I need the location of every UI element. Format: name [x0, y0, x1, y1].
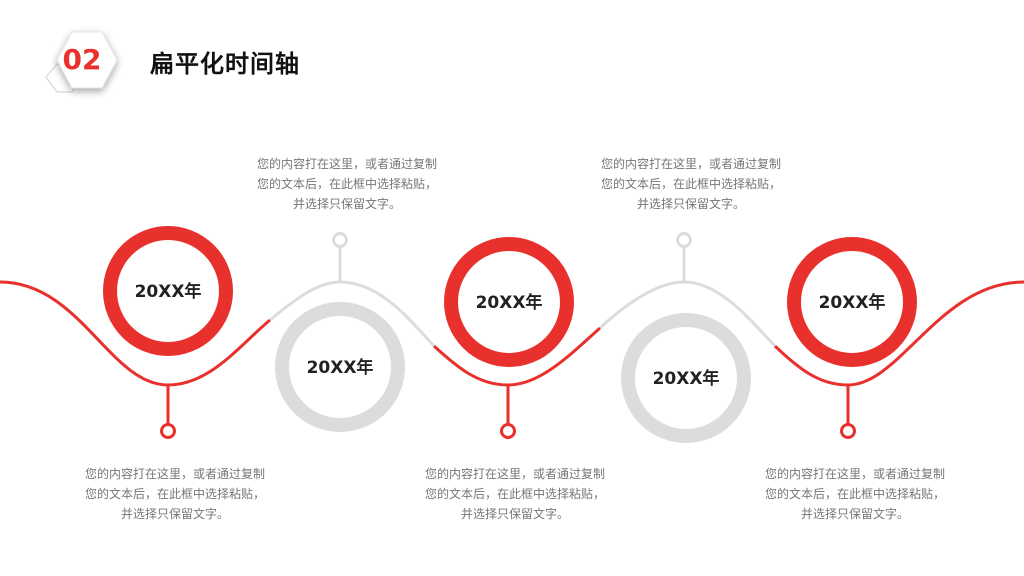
- description-line: 您的内容打在这里，或者通过复制: [764, 467, 945, 481]
- description-line: 您的内容打在这里，或者通过复制: [256, 157, 437, 171]
- description-line: 并选择只保留文字。: [460, 507, 569, 521]
- hexagon-badge: [45, 31, 118, 93]
- page-title: 扁平化时间轴: [150, 50, 300, 78]
- stem-dot-5: [840, 423, 856, 439]
- wave-segment-mid: [432, 326, 602, 387]
- wave-segment-left: [0, 280, 271, 387]
- description-line: 并选择只保留文字。: [292, 197, 401, 211]
- section-number: 02: [62, 43, 102, 76]
- description-line: 您的内容打在这里，或者通过复制: [84, 467, 265, 481]
- description-line: 您的文本后，在此框中选择粘贴，: [600, 177, 781, 191]
- description-5: 您的内容打在这里，或者通过复制 您的文本后，在此框中选择粘贴， 并选择只保留文字…: [750, 464, 960, 524]
- description-line: 并选择只保留文字。: [800, 507, 909, 521]
- stem-dot-3: [500, 423, 516, 439]
- wave-segment-gray-1: [269, 280, 436, 348]
- wave-segment-right: [773, 280, 1024, 387]
- large-hexagon: [56, 31, 118, 89]
- year-label-5: 20XX年: [818, 293, 886, 313]
- year-label-3: 20XX年: [475, 293, 543, 313]
- description-line: 您的文本后，在此框中选择粘贴，: [764, 487, 945, 501]
- stem-dot-2: [332, 232, 348, 248]
- ring-4: [621, 313, 751, 443]
- description-line: 您的文本后，在此框中选择粘贴，: [424, 487, 605, 501]
- ring-5: [787, 237, 917, 367]
- description-line: 您的文本后，在此框中选择粘贴，: [256, 177, 437, 191]
- description-1: 您的内容打在这里，或者通过复制 您的文本后，在此框中选择粘贴， 并选择只保留文字…: [70, 464, 280, 524]
- description-2: 您的内容打在这里，或者通过复制 您的文本后，在此框中选择粘贴， 并选择只保留文字…: [242, 154, 452, 214]
- year-label-4: 20XX年: [652, 369, 720, 389]
- ring-1: [103, 226, 233, 356]
- description-line: 您的内容打在这里，或者通过复制: [600, 157, 781, 171]
- stem-dot-4: [676, 232, 692, 248]
- ring-3: [444, 237, 574, 367]
- ring-2: [275, 302, 405, 432]
- stem-dot-1: [160, 423, 176, 439]
- description-line: 并选择只保留文字。: [636, 197, 745, 211]
- description-3: 您的内容打在这里，或者通过复制 您的文本后，在此框中选择粘贴， 并选择只保留文字…: [410, 464, 620, 524]
- description-line: 并选择只保留文字。: [120, 507, 229, 521]
- description-line: 您的内容打在这里，或者通过复制: [424, 467, 605, 481]
- year-label-2: 20XX年: [306, 358, 374, 378]
- year-label-1: 20XX年: [134, 282, 202, 302]
- description-line: 您的文本后，在此框中选择粘贴，: [84, 487, 265, 501]
- description-4: 您的内容打在这里，或者通过复制 您的文本后，在此框中选择粘贴， 并选择只保留文字…: [586, 154, 796, 214]
